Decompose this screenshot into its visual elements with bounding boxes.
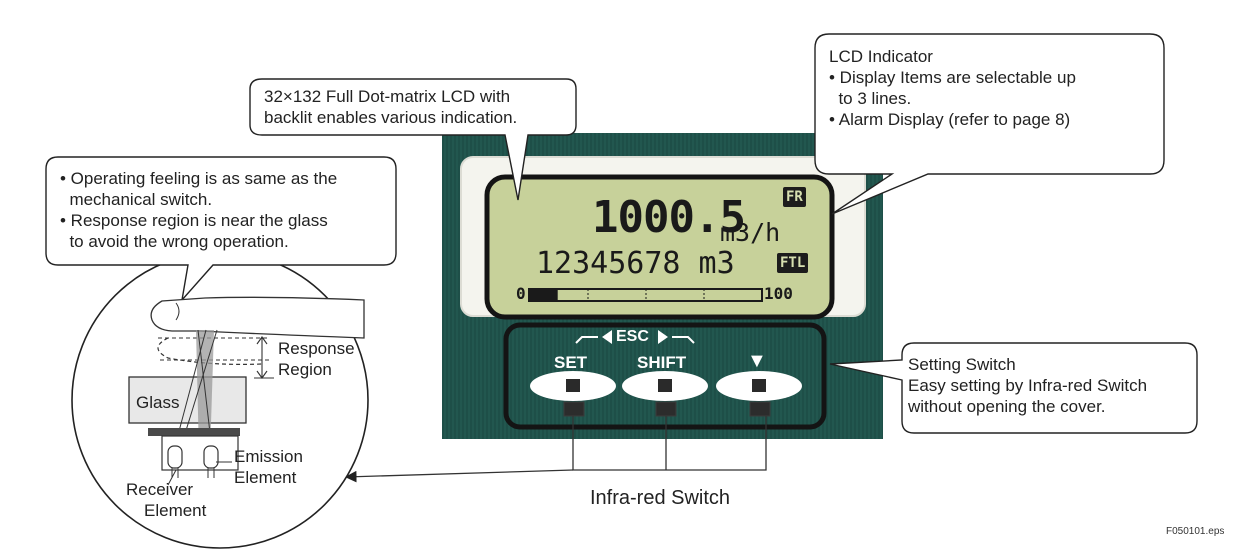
callout-lcd-matrix-text: 32×132 Full Dot-matrix LCD with backlit … (264, 87, 518, 127)
receiver-element-shape (167, 445, 183, 478)
callout-setting-switch-bubble (829, 342, 1198, 434)
file-id: F050101.eps (1166, 526, 1225, 537)
callout-lcd-matrix-bubble (249, 78, 577, 201)
infrared-leader-lines (572, 416, 767, 471)
emission-element-label: Emission Element (234, 447, 303, 487)
lcd-window-frame (484, 174, 835, 320)
sensor-base (148, 428, 240, 436)
keypad-frame (503, 322, 827, 430)
lcd-badge-fr: FR (783, 187, 806, 207)
lcd-badge-ftl: FTL (777, 253, 809, 273)
glass-label: Glass (136, 393, 180, 412)
callout-operating-text: • Operating feeling is as same as the me… (60, 169, 338, 251)
lcd-total-value: 12345678 m3 (536, 246, 735, 281)
shift-key-label[interactable]: SHIFT (637, 353, 687, 372)
response-region-label: Response Region (278, 339, 355, 379)
lcd-bar-start: 0 (516, 284, 526, 303)
finger-shape (150, 296, 365, 339)
callout-lcd-indicator-bubble (814, 33, 1165, 215)
infrared-switch-label: Infra-red Switch (590, 487, 731, 509)
callout-lcd-indicator-text: LCD Indicator • Display Items are select… (829, 47, 1076, 129)
callout-setting-switch-text: Setting Switch Easy setting by Infra-red… (908, 355, 1148, 416)
lcd-flow-unit: m3/h (720, 218, 781, 247)
shift-key (622, 371, 708, 417)
emission-element-shape (203, 445, 219, 478)
down-key-label[interactable]: ▼ (747, 350, 767, 372)
receiver-element-label: Receiver Element (126, 480, 207, 520)
lcd-bar-end: 100 (764, 284, 793, 303)
set-key-label[interactable]: SET (554, 353, 588, 372)
callout-operating-bubble (45, 156, 397, 303)
lcd-flow-value: 1000.5 (592, 192, 746, 243)
infrared-arrow (344, 469, 574, 483)
esc-key-label: ESC (616, 328, 649, 345)
down-key (716, 371, 802, 417)
set-key (530, 371, 616, 417)
lcd-bar-fill (530, 290, 558, 300)
